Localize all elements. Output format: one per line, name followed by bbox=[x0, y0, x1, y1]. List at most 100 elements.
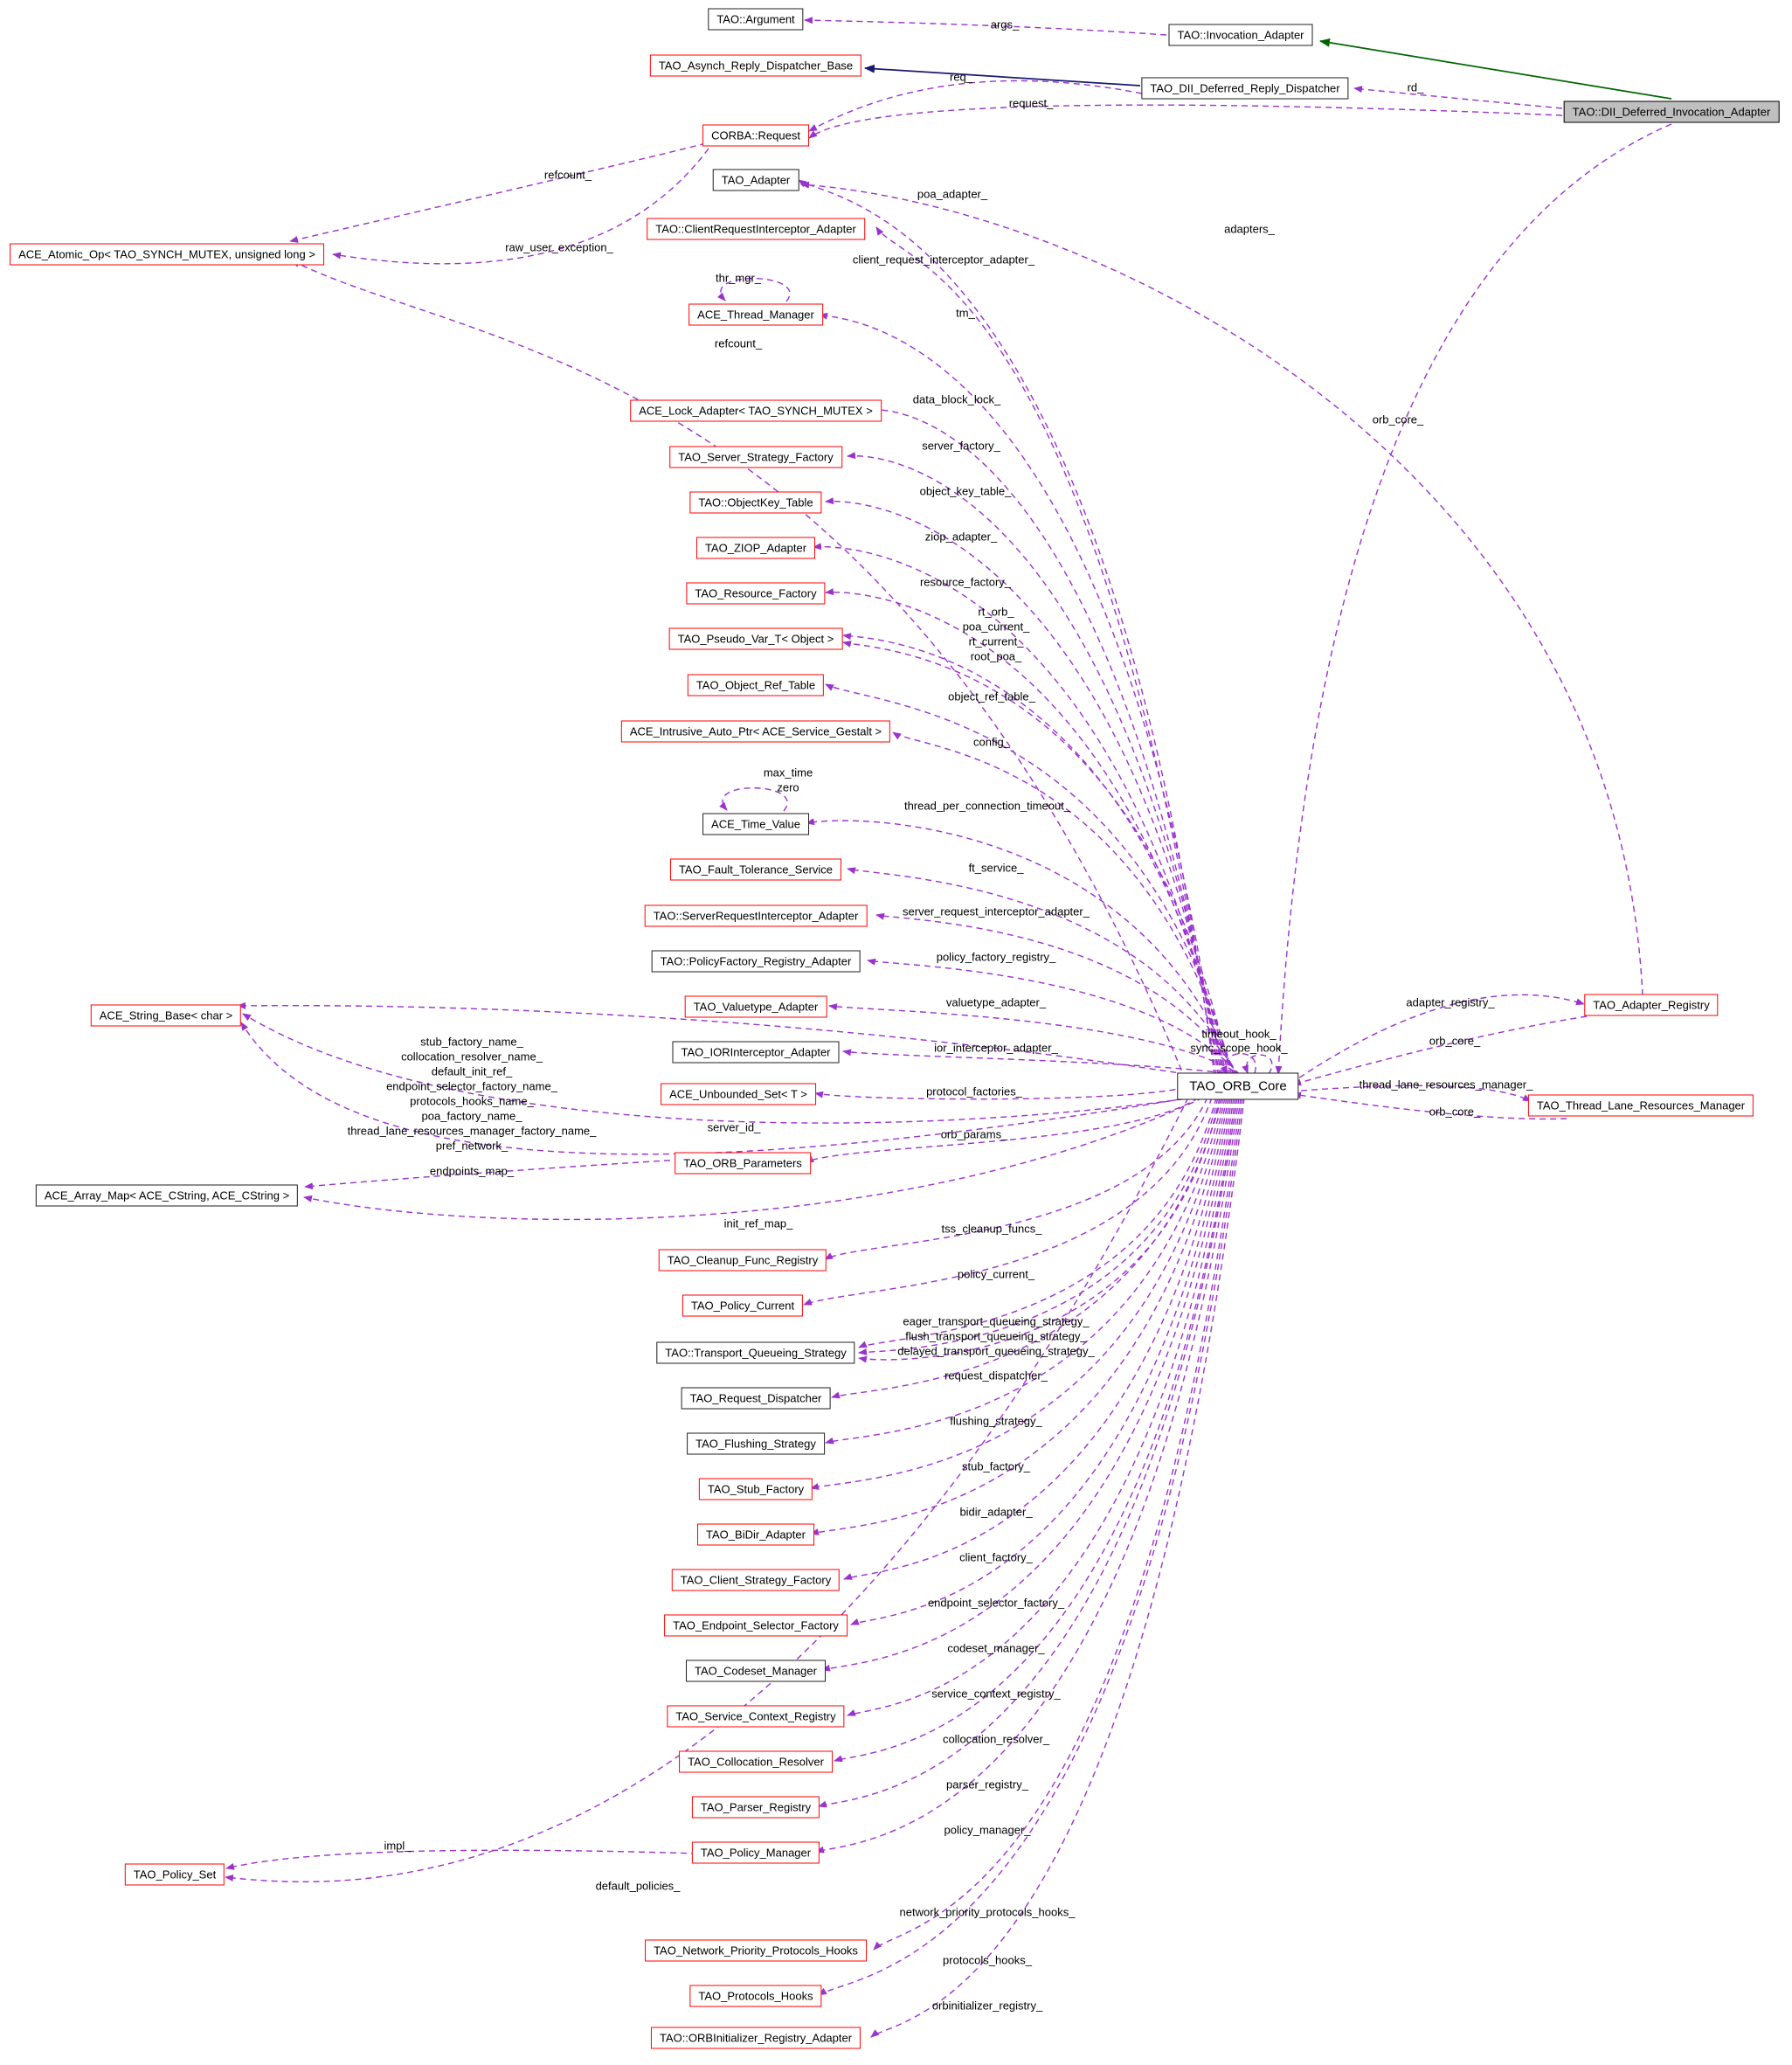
edge-line bbox=[867, 405, 1221, 1077]
edge-line bbox=[800, 181, 1643, 996]
edge-label: request_ bbox=[1008, 96, 1054, 110]
node-ace-string-base[interactable]: ACE_String_Base< char > bbox=[90, 1004, 242, 1027]
edge-label: server_request_interceptor_adapter_ bbox=[903, 904, 1090, 918]
edge-label: rt_current_ bbox=[968, 634, 1024, 648]
node-tao-adapter-registry[interactable]: TAO_Adapter_Registry bbox=[1584, 994, 1719, 1016]
edge-label: init_ref_map_ bbox=[723, 1216, 793, 1230]
node-tao-policy-set[interactable]: TAO_Policy_Set bbox=[124, 1863, 225, 1886]
edge-label: flushing_strategy_ bbox=[950, 1414, 1042, 1428]
edge-line bbox=[332, 148, 709, 265]
node-tao-serverrequestinterceptor-adapter[interactable]: TAO::ServerRequestInterceptor_Adapter bbox=[644, 904, 868, 927]
node-tao-transport-queueing-strategy[interactable]: TAO::Transport_Queueing_Strategy bbox=[656, 1341, 855, 1364]
node-ace-unbounded-set[interactable]: ACE_Unbounded_Set< T > bbox=[661, 1083, 816, 1105]
node-tao-asynch-reply-dispatcher-base[interactable]: TAO_Asynch_Reply_Dispatcher_Base bbox=[649, 54, 862, 77]
node-tao-objectkey-table[interactable]: TAO::ObjectKey_Table bbox=[689, 491, 822, 514]
edge-line bbox=[825, 1097, 1224, 1445]
node-tao-dii-deferred-reply-dispatcher[interactable]: TAO_DII_Deferred_Reply_Dispatcher bbox=[1141, 77, 1349, 100]
edge-label: poa_factory_name_ bbox=[421, 1109, 522, 1123]
node-tao-adapter[interactable]: TAO_Adapter bbox=[712, 169, 799, 191]
node-tao-protocols-hooks[interactable]: TAO_Protocols_Hooks bbox=[689, 1985, 822, 2007]
edge-line bbox=[842, 641, 1231, 1077]
node-tao-flushing-strategy[interactable]: TAO_Flushing_Strategy bbox=[687, 1432, 825, 1455]
node-tao-policyfactory-registry-adapter[interactable]: TAO::PolicyFactory_Registry_Adapter bbox=[651, 950, 861, 973]
node-tao-ziop-adapter[interactable]: TAO_ZIOP_Adapter bbox=[695, 537, 816, 559]
edge-line bbox=[719, 787, 788, 812]
edge-label: ior_interceptor_adapter_ bbox=[934, 1041, 1058, 1055]
node-tao-codeset-manager[interactable]: TAO_Codeset_Manager bbox=[686, 1660, 826, 1682]
node-tao-collocation-resolver[interactable]: TAO_Collocation_Resolver bbox=[679, 1750, 833, 1773]
node-tao-fault-tolerance-service[interactable]: TAO_Fault_Tolerance_Service bbox=[669, 858, 842, 881]
edge-line bbox=[875, 912, 1240, 1077]
node-ace-lock-adapter[interactable]: ACE_Lock_Adapter< TAO_SYNCH_MUTEX > bbox=[630, 399, 882, 422]
edge-line bbox=[819, 312, 1219, 1077]
edge-line bbox=[814, 1086, 1187, 1100]
node-tao-parser-registry[interactable]: TAO_Parser_Registry bbox=[691, 1796, 820, 1819]
edge-line bbox=[242, 1013, 1195, 1124]
edge-line bbox=[858, 1097, 1219, 1355]
edge-line bbox=[1292, 1015, 1588, 1086]
edge-label: client_request_interceptor_adapter_ bbox=[852, 253, 1035, 267]
node-tao-argument[interactable]: TAO::Argument bbox=[708, 8, 804, 31]
node-tao-cleanup-func-registry[interactable]: TAO_Cleanup_Func_Registry bbox=[658, 1249, 827, 1272]
edge-label: orbinitializer_registry_ bbox=[931, 1999, 1043, 2013]
node-tao-pseudo-var-t[interactable]: TAO_Pseudo_Var_T< Object > bbox=[668, 627, 843, 650]
node-ace-array-map[interactable]: ACE_Array_Map< ACE_CString, ACE_CString … bbox=[35, 1184, 299, 1207]
edge-line bbox=[805, 1097, 1200, 1163]
node-ace-time-value[interactable]: ACE_Time_Value bbox=[702, 813, 809, 835]
edge-line bbox=[804, 17, 1167, 36]
node-tao-bidir-adapter[interactable]: TAO_BiDir_Adapter bbox=[697, 1523, 814, 1546]
node-tao-endpoint-selector-factory[interactable]: TAO_Endpoint_Selector_Factory bbox=[664, 1614, 848, 1637]
edge-label: req_ bbox=[949, 70, 973, 84]
node-tao-valuetype-adapter[interactable]: TAO_Valuetype_Adapter bbox=[684, 995, 827, 1018]
node-tao-invocation-adapter[interactable]: TAO::Invocation_Adapter bbox=[1168, 24, 1313, 46]
edge-label: stub_factory_name_ bbox=[420, 1035, 523, 1049]
edge-label: parser_registry_ bbox=[946, 1777, 1028, 1791]
edge-line bbox=[1290, 994, 1585, 1084]
edge-label: ft_service_ bbox=[968, 861, 1024, 875]
edge-line bbox=[1242, 1054, 1273, 1075]
edge-label: orb_core_ bbox=[1372, 412, 1424, 426]
node-tao-thread-lane-resources-manager[interactable]: TAO_Thread_Lane_Resources_Manager bbox=[1527, 1094, 1754, 1117]
node-tao-network-priority-protocols-hooks[interactable]: TAO_Network_Priority_Protocols_Hooks bbox=[645, 1939, 867, 1962]
edge-label: poa_adapter_ bbox=[917, 187, 988, 201]
node-tao-iorinterceptor-adapter[interactable]: TAO_IORInterceptor_Adapter bbox=[672, 1041, 840, 1064]
edge-line bbox=[847, 867, 1238, 1077]
edge-label: client_factory_ bbox=[959, 1550, 1033, 1564]
node-tao-orb-parameters[interactable]: TAO_ORB_Parameters bbox=[675, 1152, 811, 1175]
edge-label: resource_factory_ bbox=[919, 575, 1012, 589]
edge-label: collocation_resolver_ bbox=[942, 1732, 1050, 1746]
edge-line bbox=[834, 1097, 1236, 1763]
edge-line bbox=[303, 1097, 1204, 1221]
node-tao-orb-core[interactable]: TAO_ORB_Core bbox=[1177, 1072, 1299, 1100]
node-tao-policy-current[interactable]: TAO_Policy_Current bbox=[682, 1294, 804, 1317]
node-tao-policy-manager[interactable]: TAO_Policy_Manager bbox=[691, 1841, 820, 1864]
node-ace-thread-manager[interactable]: ACE_Thread_Manager bbox=[688, 303, 823, 326]
edge-line bbox=[806, 818, 1236, 1077]
node-tao-stub-factory[interactable]: TAO_Stub_Factory bbox=[698, 1478, 813, 1500]
node-tao-clientrequestinterceptor-adapter[interactable]: TAO::ClientRequestInterceptor_Adapter bbox=[647, 218, 865, 240]
node-ace-atomic-op[interactable]: ACE_Atomic_Op< TAO_SYNCH_MUTEX, unsigned… bbox=[10, 243, 324, 266]
node-tao-service-context-registry[interactable]: TAO_Service_Context_Registry bbox=[667, 1705, 845, 1728]
node-tao-orbinitializer-registry-adapter[interactable]: TAO::ORBInitializer_Registry_Adapter bbox=[650, 2027, 861, 2049]
edge-line bbox=[831, 1097, 1222, 1399]
node-tao-server-strategy-factory[interactable]: TAO_Server_Strategy_Factory bbox=[669, 446, 842, 468]
edge-line bbox=[847, 1097, 1235, 1716]
node-tao-request-dispatcher[interactable]: TAO_Request_Dispatcher bbox=[681, 1387, 831, 1410]
edge-label: args_ bbox=[990, 17, 1020, 31]
edge-label: pref_network_ bbox=[435, 1139, 509, 1153]
edge-label: thread_lane_resources_manager_factory_na… bbox=[347, 1124, 597, 1138]
edge-label: valuetype_adapter_ bbox=[945, 995, 1047, 1009]
edge-label: service_context_registry_ bbox=[931, 1687, 1061, 1701]
node-tao-object-ref-table[interactable]: TAO_Object_Ref_Table bbox=[687, 674, 825, 696]
node-tao-client-strategy-factory[interactable]: TAO_Client_Strategy_Factory bbox=[671, 1569, 841, 1591]
node-tao-dii-deferred-invocation-adapter[interactable]: TAO::DII_Deferred_Invocation_Adapter bbox=[1563, 100, 1780, 123]
edge-label: policy_manager_ bbox=[944, 1823, 1031, 1837]
node-ace-intrusive-auto-ptr[interactable]: ACE_Intrusive_Auto_Ptr< ACE_Service_Gest… bbox=[620, 720, 891, 743]
edge-label: protocol_factories_ bbox=[926, 1084, 1022, 1098]
edge-label: thread_lane_resources_manager_ bbox=[1359, 1078, 1533, 1091]
node-tao-resource-factory[interactable]: TAO_Resource_Factory bbox=[686, 582, 826, 605]
node-corba-request[interactable]: CORBA::Request bbox=[702, 124, 809, 147]
edge-line bbox=[808, 80, 1143, 132]
